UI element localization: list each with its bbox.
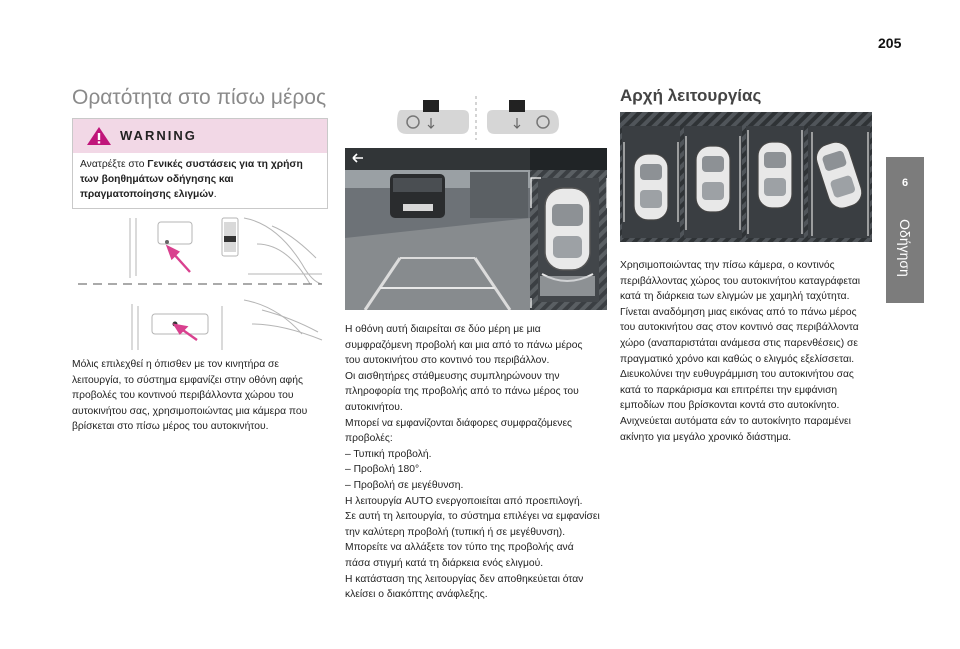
- text-line: εμποδίων που βρίσκονται κοντά στο αυτοκί…: [620, 400, 840, 412]
- warning-text: Ανατρέξτε στο Γενικές συστάσεις για τη χ…: [80, 157, 320, 202]
- text-line: Μπορεί να εμφανίζονται διάφορες συμφραζό…: [345, 417, 573, 429]
- text-line: Οι αισθητήρες στάθμευσης συμπληρώνουν τη…: [345, 370, 560, 382]
- top-view-sequence: [620, 112, 872, 242]
- text-line: Η οθόνη αυτή διαιρείται σε δύο μέρη με μ…: [345, 324, 541, 335]
- text-line: πληροφορία της προβολής από το πάνω μέρο…: [345, 386, 579, 398]
- text-line: Ανιχνεύεται αυτόματα εάν το αυτοκίνητο π…: [620, 415, 851, 427]
- warning-line: των βοηθημάτων οδήγησης και: [80, 172, 320, 187]
- text-line: προβολές:: [345, 433, 393, 445]
- chapter-name: Οδήγηση: [897, 219, 913, 277]
- warning-link-text[interactable]: Γενικές συστάσεις για τη χρήση: [147, 159, 303, 170]
- section-title-2: Αρχή λειτουργίας: [620, 86, 762, 105]
- text-line: κατά τη διάρκεια των ελιγμών με χαμηλή τ…: [620, 291, 850, 303]
- warning-link-text[interactable]: των βοηθημάτων οδήγησης και: [80, 174, 234, 185]
- text-line: Η λειτουργία AUTO ενεργοποιείται από προ…: [345, 495, 583, 507]
- arrow-left-icon[interactable]: [352, 153, 363, 163]
- text-line: του αυτοκινήτου στο κοντινό του περιβάλλ…: [345, 355, 550, 367]
- text-line: Γίνεται αναδόμηση μιας εικόνας από το πά…: [620, 306, 857, 318]
- text-line: κατά το παρκάρισμα και επιτρέπει την εμφ…: [620, 384, 838, 396]
- text-line: αυτοκινήτου.: [345, 401, 403, 413]
- camera-icon: [423, 100, 439, 112]
- text-line: – Προβολή σε μεγέθυνση.: [345, 479, 464, 491]
- warning-triangle-icon: [87, 127, 111, 145]
- text-line: αυτοκινήτου σας, χρησιμοποιώντας μια κάμ…: [72, 405, 308, 417]
- mirror-icons: [397, 96, 559, 140]
- text-line: χώρο (αναπαριστάται ανάμεσα στις παρενθέ…: [620, 337, 858, 349]
- text-line: Μπορείτε να αλλάξετε τον τύπο της προβολ…: [345, 542, 574, 554]
- paragraph-3: Χρησιμοποιώντας την πίσω κάμερα, ο κοντι…: [620, 258, 878, 445]
- text-line: περιβάλλοντας χώρος του αυτοκινήτου κατα…: [620, 275, 861, 287]
- warning-line: Ανατρέξτε στο Γενικές συστάσεις για τη χ…: [80, 159, 303, 170]
- vehicle-rear-illustration: [78, 217, 323, 350]
- text-line: προβολές του κοντινού περιβάλλοντα χώρου…: [72, 390, 294, 402]
- text-line: πραγματικό χρόνο και καθώς ο ελιγμός εξε…: [620, 353, 855, 365]
- text-line: Μόλις επιλεχθεί η όπισθεν με τον κινητήρ…: [72, 359, 279, 370]
- text-line: λειτουργία, το σύστημα εμφανίζει στην οθ…: [72, 374, 303, 386]
- steering-wheel-icon: [406, 115, 420, 129]
- section-title: Ορατότητα στο πίσω μέρος: [72, 86, 327, 109]
- paragraph-2: Η οθόνη αυτή διαιρείται σε δύο μέρη με μ…: [345, 322, 607, 603]
- text-line: βρίσκεται στο πίσω μέρος του αυτοκινήτου…: [72, 421, 269, 433]
- text-line: κλείσει ο διακόπτης ανάφλεξης.: [345, 589, 488, 601]
- text-line: Σε αυτή τη λειτουργία, το σύστημα επιλέγ…: [345, 511, 600, 523]
- text-line: – Τυπική προβολή.: [345, 448, 432, 460]
- text-line: Διευκολύνει την ευθυγράμμιση του αυτοκιν…: [620, 369, 854, 381]
- camera-screen: [345, 148, 607, 310]
- chapter-number: 6: [901, 177, 909, 189]
- text-line: συμφραζόμενη προβολή και μια από το πάνω…: [345, 339, 583, 351]
- warning-label: WARNING: [120, 128, 197, 143]
- text-line: – Προβολή 180°.: [345, 464, 422, 476]
- text-line: Χρησιμοποιώντας την πίσω κάμερα, ο κοντι…: [620, 260, 835, 271]
- paragraph-1: Μόλις επιλεχθεί η όπισθεν με τον κινητήρ…: [72, 357, 327, 435]
- page-number: 205: [878, 35, 902, 51]
- warning-line: πραγματοποίησης ελιγμών.: [80, 189, 217, 200]
- text-line: ακίνητο για μεγάλο χρονικό διάστημα.: [620, 431, 792, 443]
- text-line: του αυτοκινήτου σας στον κοντινό σας περ…: [620, 322, 859, 334]
- text-line: πάσα στιγμή κατά τη διάρκεια ενός ελιγμο…: [345, 557, 544, 569]
- text-line: Η κατάσταση της λειτουργίας δεν αποθηκεύ…: [345, 573, 584, 585]
- warning-header: WARNING: [73, 119, 327, 153]
- camera-icon: [509, 100, 525, 112]
- chapter-name-wrapper: Οδήγηση: [886, 203, 924, 293]
- warning-link-text[interactable]: πραγματοποίησης ελιγμών: [80, 189, 214, 200]
- text-line: την καλύτερη προβολή (τυπική ή σε μεγέθυ…: [345, 526, 566, 538]
- steering-wheel-icon: [536, 115, 550, 129]
- warning-box: WARNING Ανατρέξτε στο Γενικές συστάσεις …: [72, 118, 328, 209]
- chapter-tab[interactable]: 6 Οδήγηση: [886, 157, 924, 303]
